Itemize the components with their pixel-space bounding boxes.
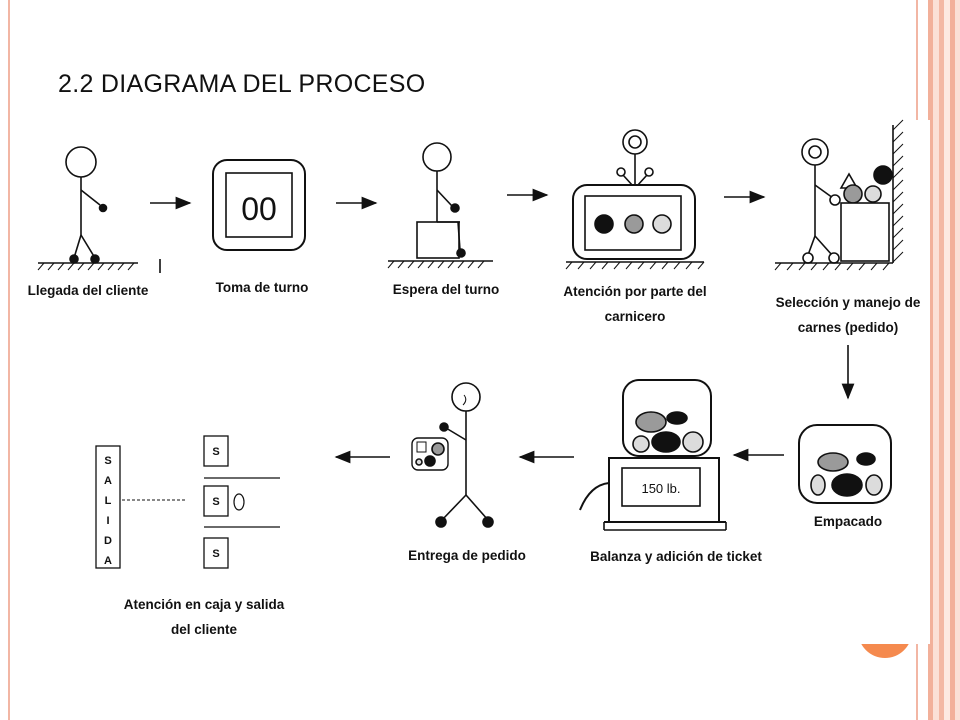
process-diagram-panel xyxy=(18,120,930,644)
step-ticket-figure xyxy=(212,159,306,251)
label-selection-line2: carnes (pedido) xyxy=(798,320,899,335)
exit-sign: S A L I D A xyxy=(104,455,112,567)
step-checkout-figure xyxy=(95,435,280,569)
label-checkout-line1: Atención en caja y salida xyxy=(124,597,285,612)
label-waiting: Espera del turno xyxy=(393,282,500,297)
step-arrival-figure xyxy=(37,146,161,273)
register-label: S xyxy=(212,446,219,458)
exit-letter: L xyxy=(105,495,112,507)
step-waiting-figure xyxy=(387,142,493,269)
label-service-line2: carnicero xyxy=(605,309,666,324)
scale-weight-readout: 150 lb. xyxy=(641,481,680,496)
label-arrival: Llegada del cliente xyxy=(28,283,149,298)
label-delivery: Entrega de pedido xyxy=(408,548,526,563)
label-ticket: Toma de turno xyxy=(216,280,309,295)
label-service-line1: Atención por parte del xyxy=(563,284,706,299)
label-scale: Balanza y adición de ticket xyxy=(590,549,762,564)
register-label: S xyxy=(212,496,219,508)
exit-letter: I xyxy=(106,515,109,527)
label-packing: Empacado xyxy=(814,514,882,529)
step-service-figure xyxy=(565,129,705,270)
decorative-side-stripes xyxy=(925,0,960,720)
register-label: S xyxy=(212,548,219,560)
label-selection-line1: Selección y manejo de xyxy=(776,295,921,310)
step-selection-figure xyxy=(774,119,904,271)
step-delivery-figure xyxy=(411,382,494,528)
ticket-display-number: 00 xyxy=(241,191,277,227)
exit-letter: S xyxy=(104,455,111,467)
exit-letter: D xyxy=(104,535,112,547)
step-packing-figure xyxy=(798,424,892,504)
exit-letter: A xyxy=(104,555,112,567)
exit-letter: A xyxy=(104,475,112,487)
label-checkout-line2: del cliente xyxy=(171,622,238,637)
slide-title: 2.2 DIAGRAMA DEL PROCESO xyxy=(58,70,426,98)
step-scale-figure xyxy=(579,379,727,531)
